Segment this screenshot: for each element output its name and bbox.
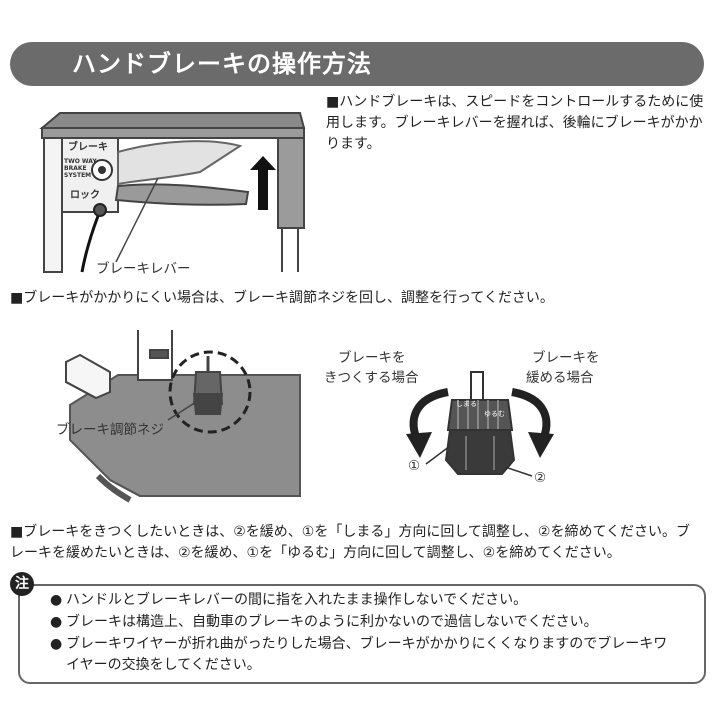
note-item-3: ●ブレーキワイヤーが折れ曲がったりした場合、ブレーキがかかりにくくなりますのでブ… bbox=[50, 634, 690, 654]
knob-mark-loosen: ゆるむ bbox=[484, 410, 505, 418]
brake-lever-caption: ブレーキレバー bbox=[96, 261, 191, 277]
system-label-1: TWO WAY bbox=[64, 158, 97, 165]
note-item-3-text: ブレーキワイヤーが折れ曲がったりした場合、ブレーキがかかりにくくなりますのでブレ… bbox=[66, 636, 668, 652]
note-item-2: ●ブレーキは構造上、自動車のブレーキのように利かないので過信しないでください。 bbox=[50, 612, 690, 632]
tighten-label-2: きつくする場合 bbox=[324, 370, 419, 386]
adjust-screw-caption: ブレーキ調節ネジ bbox=[56, 422, 164, 438]
note-item-3-cont: イヤーの交換をしてください。 bbox=[66, 655, 706, 675]
intro-text: ハンドブレーキは、スピードをコントロールするために使用します。ブレーキレバーを握… bbox=[326, 94, 704, 152]
lock-label: ロック bbox=[70, 190, 100, 201]
note-box bbox=[18, 584, 706, 684]
note-badge: 注 bbox=[10, 572, 34, 596]
bullet-icon: ● bbox=[50, 636, 63, 652]
system-label-2: BRAKE bbox=[64, 165, 87, 172]
brake-label: ブレーキ bbox=[68, 142, 108, 153]
note-item-1-text: ハンドルとブレーキレバーの間に指を入れたまま操作しないでください。 bbox=[66, 592, 528, 608]
note-item-1: ●ハンドルとブレーキレバーの間に指を入れたまま操作しないでください。 bbox=[50, 590, 690, 610]
page-title: ハンドブレーキの操作方法 bbox=[72, 50, 372, 78]
adjust-intro-text: ブレーキがかかりにくい場合は、ブレーキ調節ネジを回し、調整を行ってください。 bbox=[23, 290, 554, 306]
title-banner: ハンドブレーキの操作方法 bbox=[10, 42, 704, 86]
section-marker: ■ bbox=[326, 94, 340, 110]
note-item-3-cont-text: イヤーの交換をしてください。 bbox=[66, 657, 261, 673]
adjust-detail-line-2: レーキを緩めたいときは、②を緩め、①を「ゆるむ」方向に回して調整し、②を締めてく… bbox=[10, 545, 621, 561]
adjust-detail-text-1: ブレーキをきつくしたいときは、②を緩め、①を「しまる」方向に回して調整し、②を締… bbox=[23, 524, 691, 540]
note-item-2-text: ブレーキは構造上、自動車のブレーキのように利かないので過信しないでください。 bbox=[66, 614, 598, 630]
system-label-3: SYSTEM bbox=[64, 172, 92, 179]
number-2-label: ② bbox=[534, 470, 547, 486]
bullet-icon: ● bbox=[50, 592, 63, 608]
loosen-label-1: ブレーキを bbox=[532, 350, 600, 366]
intro-paragraph: ■ハンドブレーキは、スピードをコントロールするために使用します。ブレーキレバーを… bbox=[326, 92, 708, 155]
bullet-icon: ● bbox=[50, 614, 63, 630]
adjust-intro: ブレーキがかかりにくい場合は、ブレーキ調節ネジを回し、調整を行ってください。 bbox=[10, 288, 710, 309]
adjust-detail-line-1: ブレーキをきつくしたいときは、②を緩め、①を「しまる」方向に回して調整し、②を締… bbox=[10, 522, 720, 543]
number-1-label: ① bbox=[408, 458, 421, 474]
loosen-label-2: 緩める場合 bbox=[526, 370, 594, 386]
adjust-detail: ブレーキをきつくしたいときは、②を緩め、①を「しまる」方向に回して調整し、②を締… bbox=[10, 522, 720, 564]
knob-mark-tighten: しまる bbox=[456, 400, 477, 408]
tighten-label-1: ブレーキを bbox=[338, 350, 406, 366]
